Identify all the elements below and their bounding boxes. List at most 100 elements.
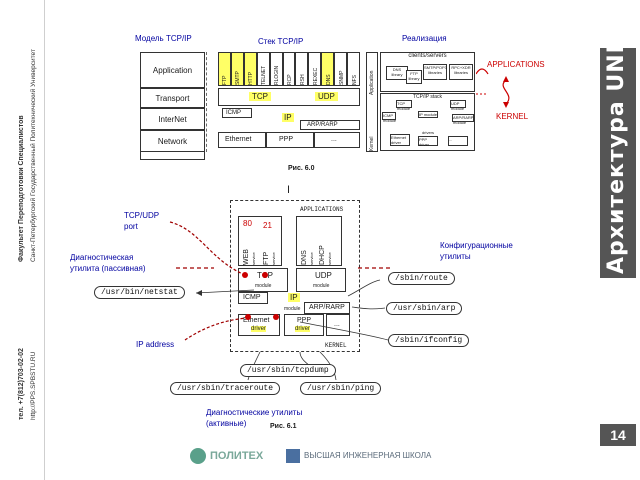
impl-arp: ARP/RARP module	[452, 114, 474, 125]
ip-module-sub: module	[284, 306, 301, 312]
stack-ethernet: Ethernet	[225, 136, 252, 143]
stack-arp: ARP/RARP	[307, 122, 338, 128]
impl-icmp: ICMP module	[382, 112, 397, 123]
system-boundary	[230, 200, 360, 352]
port-80: 80	[243, 219, 252, 228]
page-number: 14	[600, 424, 636, 446]
protocol-http: HTTP	[243, 52, 257, 86]
bottom-applications-label: APPLICATIONS	[300, 206, 344, 213]
route-command: /sbin/route	[388, 272, 455, 285]
layer-application: Application	[140, 52, 205, 88]
impl-eth: Ethernet driver	[390, 134, 410, 146]
polytech-logo-text: ПОЛИТЕХ	[210, 450, 264, 462]
impl-drivers: drivers	[422, 130, 435, 135]
port-21: 21	[263, 221, 272, 230]
arp-rarp-label: ARP/RARP	[309, 304, 345, 311]
layer-internet: InterNet	[140, 108, 205, 130]
school-logo-icon	[286, 449, 300, 463]
ethernet-driver-sub: driver	[251, 326, 267, 332]
stack-udp: UDP	[315, 92, 338, 101]
left-side-strip: Факультет Переподготовки Специалистов Са…	[0, 0, 45, 480]
ppp-driver: PPP driver	[284, 314, 324, 336]
stack-dots: ...	[331, 136, 337, 143]
stack-dots-box: ...	[314, 132, 360, 148]
ppp-label: PPP	[297, 317, 312, 324]
layer-network: Network	[140, 130, 205, 152]
protocol-rcp: RCP	[282, 52, 296, 86]
tcpudp-port-label: TCP/UDP port	[124, 211, 160, 231]
layer-transport-label: Transport	[155, 94, 190, 103]
impl-clients: clients/servers	[408, 53, 447, 59]
model-title: Модель TCP/IP	[135, 34, 192, 43]
impl-tcp: TCP module	[396, 100, 412, 111]
impl-udp: UDP module	[450, 100, 466, 111]
protocol-smtp: SMTP	[230, 52, 244, 86]
app-kernel-arrows	[476, 68, 510, 108]
protocol-rexec: REXEC	[308, 52, 322, 86]
protocol-dns: DNS	[321, 52, 335, 86]
impl-smtp-lib: SMTP/POP3 libraries	[423, 64, 447, 80]
impl-ip: IP module	[418, 111, 438, 118]
stack-icmp: ICMP	[226, 110, 241, 116]
ping-command: /usr/sbin/ping	[300, 382, 382, 395]
stack-divider	[206, 52, 207, 152]
netstat-command: /usr/bin/netstat	[94, 286, 185, 299]
tcp-module-sub: module	[255, 283, 272, 289]
stack-ethernet-box: Ethernet	[218, 132, 266, 148]
ppp-driver-sub: driver	[295, 326, 311, 332]
arp-rarp-box: ARP/RARP	[304, 302, 350, 314]
driver-dots-label: ...	[334, 321, 340, 328]
stack-ppp: PPP	[279, 136, 294, 143]
udp-module-label: UDP	[315, 271, 332, 280]
udp-module-sub: module	[313, 283, 330, 289]
impl-ftp-lib: FTP library	[406, 70, 422, 84]
impl-stack-label: TCP/IP stack	[412, 94, 443, 100]
diag-active-label: Диагностические утилиты (активные)	[206, 408, 303, 428]
stack-ppp-box: PPP	[266, 132, 314, 148]
icmp-label: ICMP	[243, 294, 261, 301]
impl-driver-dots: ...	[448, 136, 468, 146]
udp-services-box: DNS service DHCP service	[296, 216, 342, 266]
applications-label: APPLICATIONS	[487, 60, 545, 69]
icmp-box: ICMP	[238, 292, 268, 304]
protocol-ftp: FTP	[218, 52, 231, 86]
stack-icmp-box: ICMP	[222, 108, 252, 118]
tcp-services-box: 80 21 WEB service FTP service	[238, 216, 282, 266]
school-logo-text: ВЫСШАЯ ИНЖЕНЕРНАЯ ШКОЛА	[304, 451, 432, 460]
impl-side-box: Application Kernel	[366, 52, 378, 152]
config-utils-label: Конфигурационные утилиты	[440, 241, 513, 261]
ip-address-label: IP address	[136, 340, 175, 349]
diag-passive-label: Диагностическая утилита (пассивная)	[70, 253, 146, 273]
layer-transport: Transport	[140, 88, 205, 108]
arp-command: /usr/sbin/arp	[386, 302, 463, 315]
transport-row: TCP UDP	[218, 88, 360, 106]
protocol-snmp: SNMP	[334, 52, 348, 86]
ip-label: IP	[288, 293, 300, 302]
stack-tcp: TCP	[249, 92, 271, 101]
slide-title-box: Архитектура UNIX	[600, 26, 636, 278]
bottom-kernel-label: KERNEL	[325, 342, 347, 349]
protocol-telnet: TELNET	[256, 52, 270, 86]
ifconfig-command: /sbin/ifconfig	[388, 334, 470, 347]
layer-network-label: Network	[157, 137, 188, 146]
protocol-rlogin: RLOGIN	[269, 52, 283, 86]
traceroute-command: /usr/sbin/traceroute	[170, 382, 281, 395]
impl-ppp: PPP driver	[418, 136, 438, 147]
tcpdump-command: /usr/sbin/tcpdump	[240, 364, 336, 377]
polytech-logo-icon	[190, 448, 206, 464]
cursor-icon: Ⅰ	[287, 185, 290, 196]
stack-ip: IP	[282, 113, 294, 122]
kernel-label: KERNEL	[496, 112, 529, 121]
protocol-nfs: NFS	[347, 52, 360, 86]
stack-arp-box: ARP/RARP	[300, 120, 360, 130]
stack-title: Стек TCP/IP	[258, 37, 304, 46]
ethernet-label: Ethernet	[243, 317, 270, 324]
impl-rpc-lib: RPC+XDR libraries	[449, 64, 473, 80]
impl-title: Реализация	[402, 34, 447, 43]
fig-6-0-caption: Рис. 6.0	[288, 165, 315, 172]
fig-6-1-caption: Рис. 6.1	[270, 423, 297, 430]
layer-internet-label: InterNet	[158, 115, 187, 124]
layer-application-label: Application	[152, 66, 193, 75]
